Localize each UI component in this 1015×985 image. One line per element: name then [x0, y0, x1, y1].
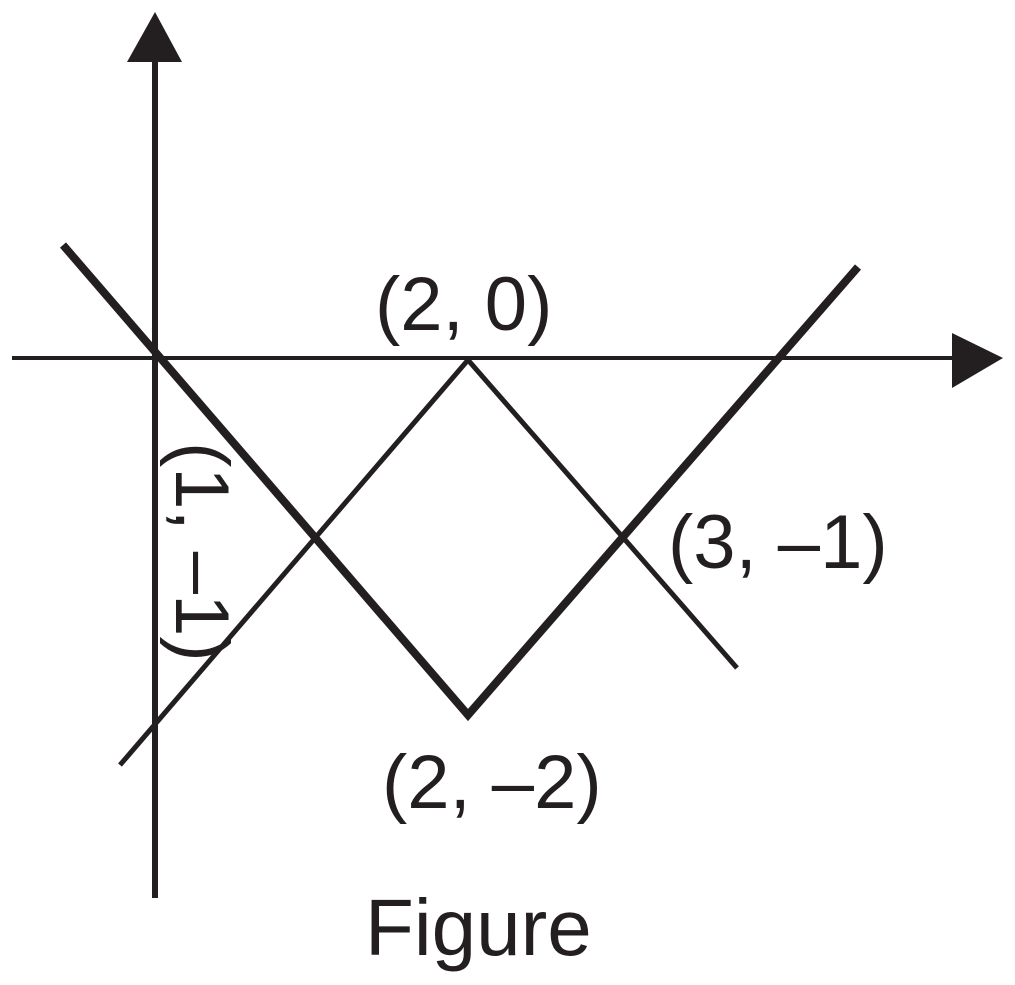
figure-caption: Figure — [365, 883, 592, 972]
thick-v-curve — [59, 242, 862, 722]
label-valley: (2, –2) — [382, 740, 602, 825]
label-peak: (2, 0) — [375, 262, 552, 347]
y-axis-arrowhead — [127, 12, 182, 62]
x-axis-arrowhead — [952, 333, 1003, 388]
thin-inverted-v-curve — [118, 356, 739, 767]
label-right-intersection: (3, –1) — [668, 500, 888, 585]
label-left-intersection: (1, –1) — [159, 442, 244, 662]
